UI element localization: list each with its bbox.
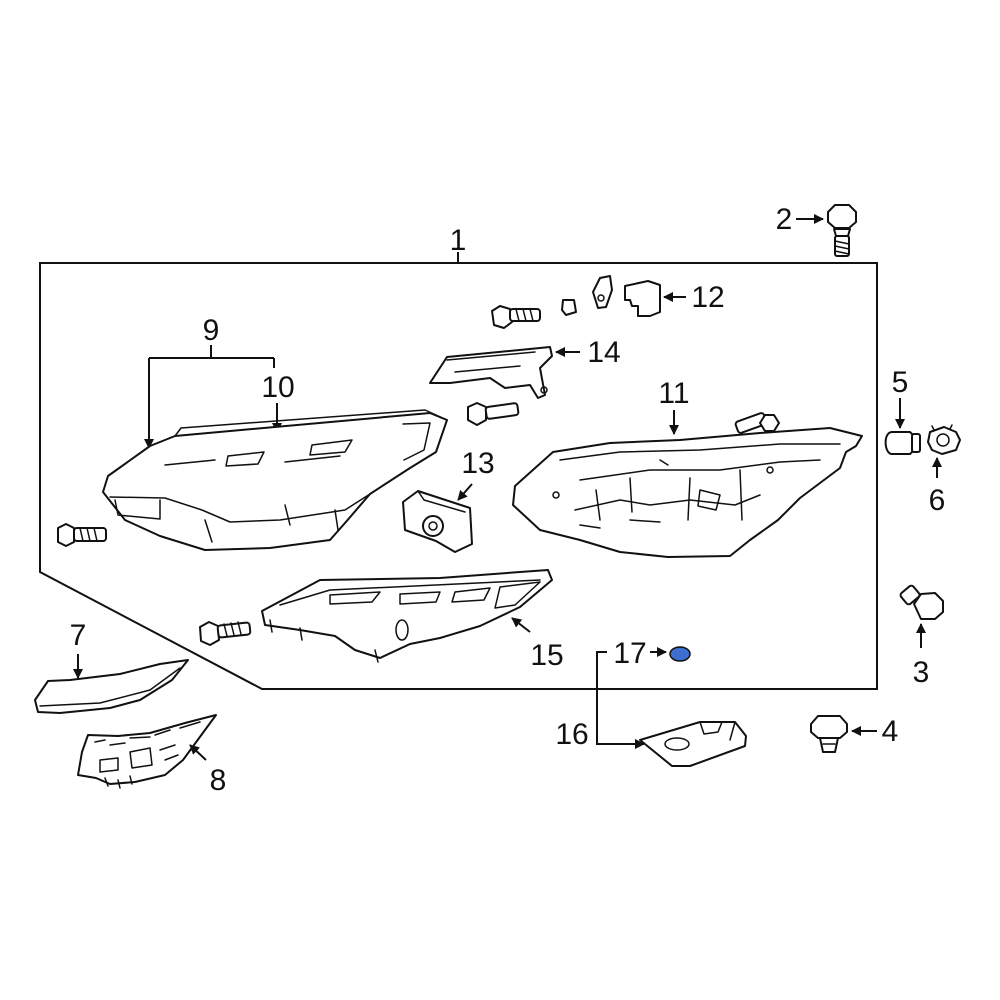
callout-10: 10 [261,371,294,404]
gasket-part-17 [669,646,691,662]
bolt-left [57,523,107,547]
callout-5: 5 [892,366,909,399]
callout-3: 3 [913,656,930,689]
callout-11: 11 [658,377,689,410]
callout-17: 17 [613,637,646,670]
callout-7: 7 [70,619,87,652]
callout-9: 9 [203,314,220,347]
bolt-part-2 [827,204,857,257]
bolt-upper-right [734,412,780,434]
callout-13-leader [457,483,473,501]
headlamp-housing-part-11 [512,427,863,558]
socket-part-6 [927,424,961,455]
ballast-cover-part-16 [639,721,747,767]
callout-16: 16 [555,718,588,751]
callout-6: 6 [929,484,946,517]
callout-15: 15 [530,639,563,672]
callout-8: 8 [210,764,227,797]
bolt-near-12 [491,305,541,329]
bolt-part-3 [899,584,944,620]
callout-16-17-bracket [596,651,640,745]
assembly-frame [39,262,878,690]
actuator-part-13 [402,490,473,553]
callout-1: 1 [450,224,467,257]
trim-part-7 [34,659,189,714]
callout-2: 2 [776,203,793,236]
clip-part-4 [810,715,848,753]
callout-4: 4 [882,715,899,748]
bracket-part-8 [77,714,217,789]
callout-15-leader [511,617,531,633]
bulb-part-5 [884,431,921,455]
headlamp-lens-part-9 [102,409,448,551]
callout-13: 13 [461,447,494,480]
bolt-near-15 [199,621,252,646]
callout-8-leader [189,744,207,761]
connector-part-12 [561,275,661,317]
callout-12: 12 [691,281,724,314]
callout-14: 14 [587,336,620,369]
garnish-part-15 [261,569,553,663]
bracket-part-14 [429,346,553,399]
bolt-near-14 [467,402,520,426]
